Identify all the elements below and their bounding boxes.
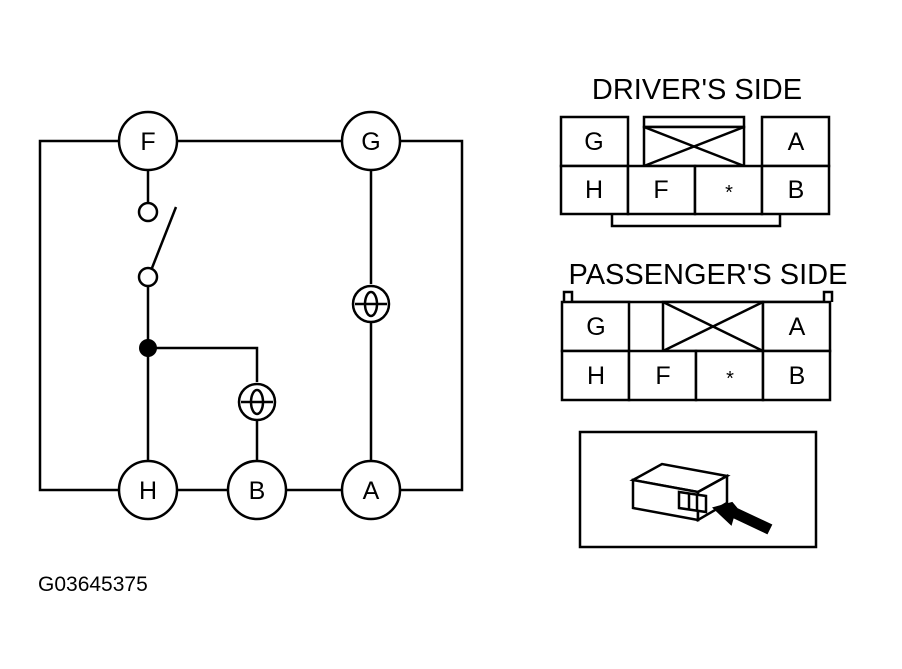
wire-right-loop <box>401 139 464 492</box>
svg-text:A: A <box>363 477 380 505</box>
connector-housing-tabs <box>562 290 834 304</box>
passengers-side-title: PASSENGER'S SIDE <box>569 259 848 291</box>
figure-code: G03645375 <box>38 573 148 596</box>
wire-left-loop <box>38 139 118 492</box>
switch-blade <box>150 206 178 269</box>
svg-text:B: B <box>249 477 266 505</box>
svg-text:F: F <box>140 128 155 156</box>
cavity-h <box>560 349 631 402</box>
connector-rail <box>610 214 782 228</box>
cavity-f <box>626 164 697 216</box>
cavity-a <box>760 115 831 168</box>
svg-text:B: B <box>788 176 805 204</box>
passengers-side-connector: PASSENGER'S SIDE G A H F * B <box>560 259 848 402</box>
svg-text:H: H <box>139 477 157 505</box>
svg-text:H: H <box>585 176 603 204</box>
cavity-g <box>560 300 631 353</box>
cavity-f <box>627 349 698 402</box>
circuit-schematic: F G H B A <box>38 110 464 521</box>
svg-text:B: B <box>789 362 806 390</box>
cavity-g <box>559 115 630 168</box>
svg-text:F: F <box>653 176 668 204</box>
arrow-icon <box>712 501 773 535</box>
cavity-h <box>559 164 630 216</box>
module-icon <box>629 462 731 523</box>
switch-contact-top <box>137 201 159 223</box>
terminal-h: H <box>117 459 179 521</box>
terminal-f: F <box>117 110 179 172</box>
svg-text:*: * <box>725 182 733 204</box>
svg-text:*: * <box>726 368 734 390</box>
component-locator <box>578 430 818 549</box>
svg-text:G: G <box>361 128 380 156</box>
svg-text:G: G <box>584 128 603 156</box>
switch-contact-bottom <box>137 266 159 288</box>
terminal-b: B <box>226 459 288 521</box>
terminal-g: G <box>340 110 402 172</box>
svg-text:H: H <box>587 362 605 390</box>
svg-text:A: A <box>788 128 805 156</box>
cavity-b <box>760 164 831 216</box>
svg-text:A: A <box>789 313 806 341</box>
wire-junction-to-lamp <box>148 346 259 382</box>
svg-text:G: G <box>586 313 605 341</box>
drivers-side-connector: DRIVER'S SIDE G A H F * B <box>559 74 831 228</box>
cavity-unused <box>694 349 765 402</box>
drivers-side-title: DRIVER'S SIDE <box>592 74 802 106</box>
terminal-a: A <box>340 459 402 521</box>
bulb-icon <box>351 284 391 324</box>
bulb-icon <box>237 382 277 422</box>
svg-text:F: F <box>655 362 670 390</box>
cavity-b <box>761 349 832 402</box>
connector-latch <box>642 115 746 129</box>
cavity-unused <box>693 164 764 216</box>
